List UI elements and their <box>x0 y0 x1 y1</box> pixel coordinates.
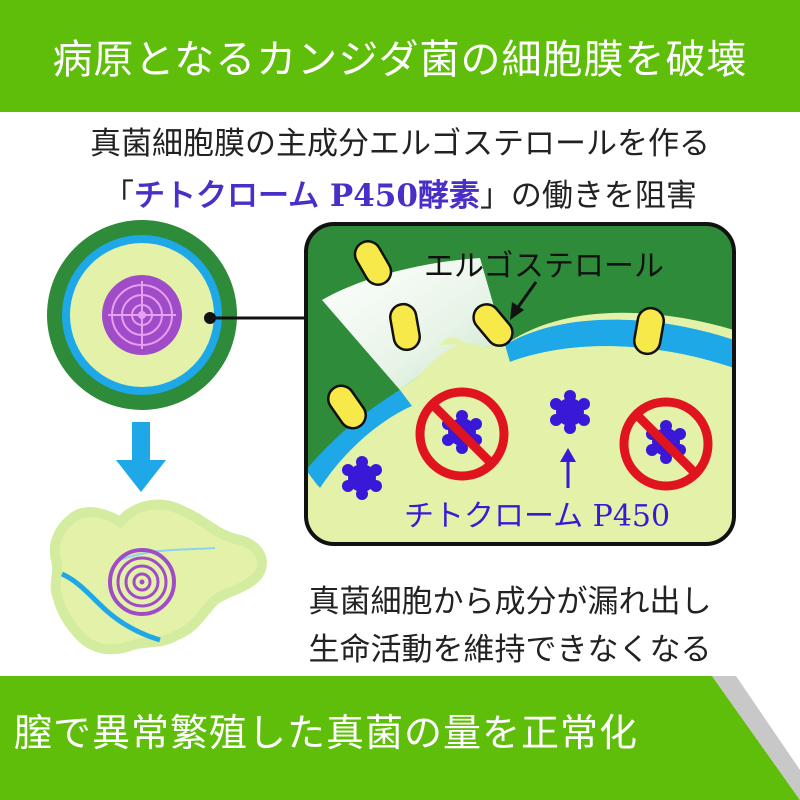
result-line-1: 真菌細胞から成分が漏れ出し <box>308 584 712 620</box>
header-title: 病原となるカンジダ菌の細胞膜を破壊 <box>52 37 748 83</box>
lead-bracket-open: 「 <box>103 178 135 214</box>
blocked-enzyme-1 <box>442 410 482 454</box>
intact-cell <box>47 220 237 410</box>
prohibit-icon <box>415 387 509 481</box>
result-line-2: 生命活動を維持できなくなる <box>308 632 712 668</box>
prohibit-icon <box>619 397 713 491</box>
header-banner: 病原となるカンジダ菌の細胞膜を破壊 <box>0 0 800 112</box>
ergosterol-label: エルゴステロール <box>424 249 664 284</box>
lead-line-1: 真菌細胞膜の主成分エルゴステロールを作る <box>90 126 710 162</box>
lead-line-2: 「チトクローム P450酵素」の働きを阻害 <box>0 170 800 215</box>
zoom-callout: エルゴステロール チトクローム P450 <box>304 222 736 546</box>
zoom-point <box>204 312 216 324</box>
blocked-enzyme-2 <box>646 420 686 464</box>
enzyme-molecules <box>342 390 686 500</box>
footer-title: 膣で異常繁殖した真菌の量を正常化 <box>14 711 639 755</box>
ergosterol-molecules <box>327 240 665 430</box>
enzyme-name: チトクローム P450酵素 <box>134 178 480 214</box>
nucleus <box>102 275 182 355</box>
lead-bracket-close-and-text: 」の働きを阻害 <box>479 178 697 214</box>
p450-label: チトクローム P450 <box>404 499 670 534</box>
down-arrow-icon <box>116 422 166 492</box>
damaged-cell <box>49 499 267 655</box>
